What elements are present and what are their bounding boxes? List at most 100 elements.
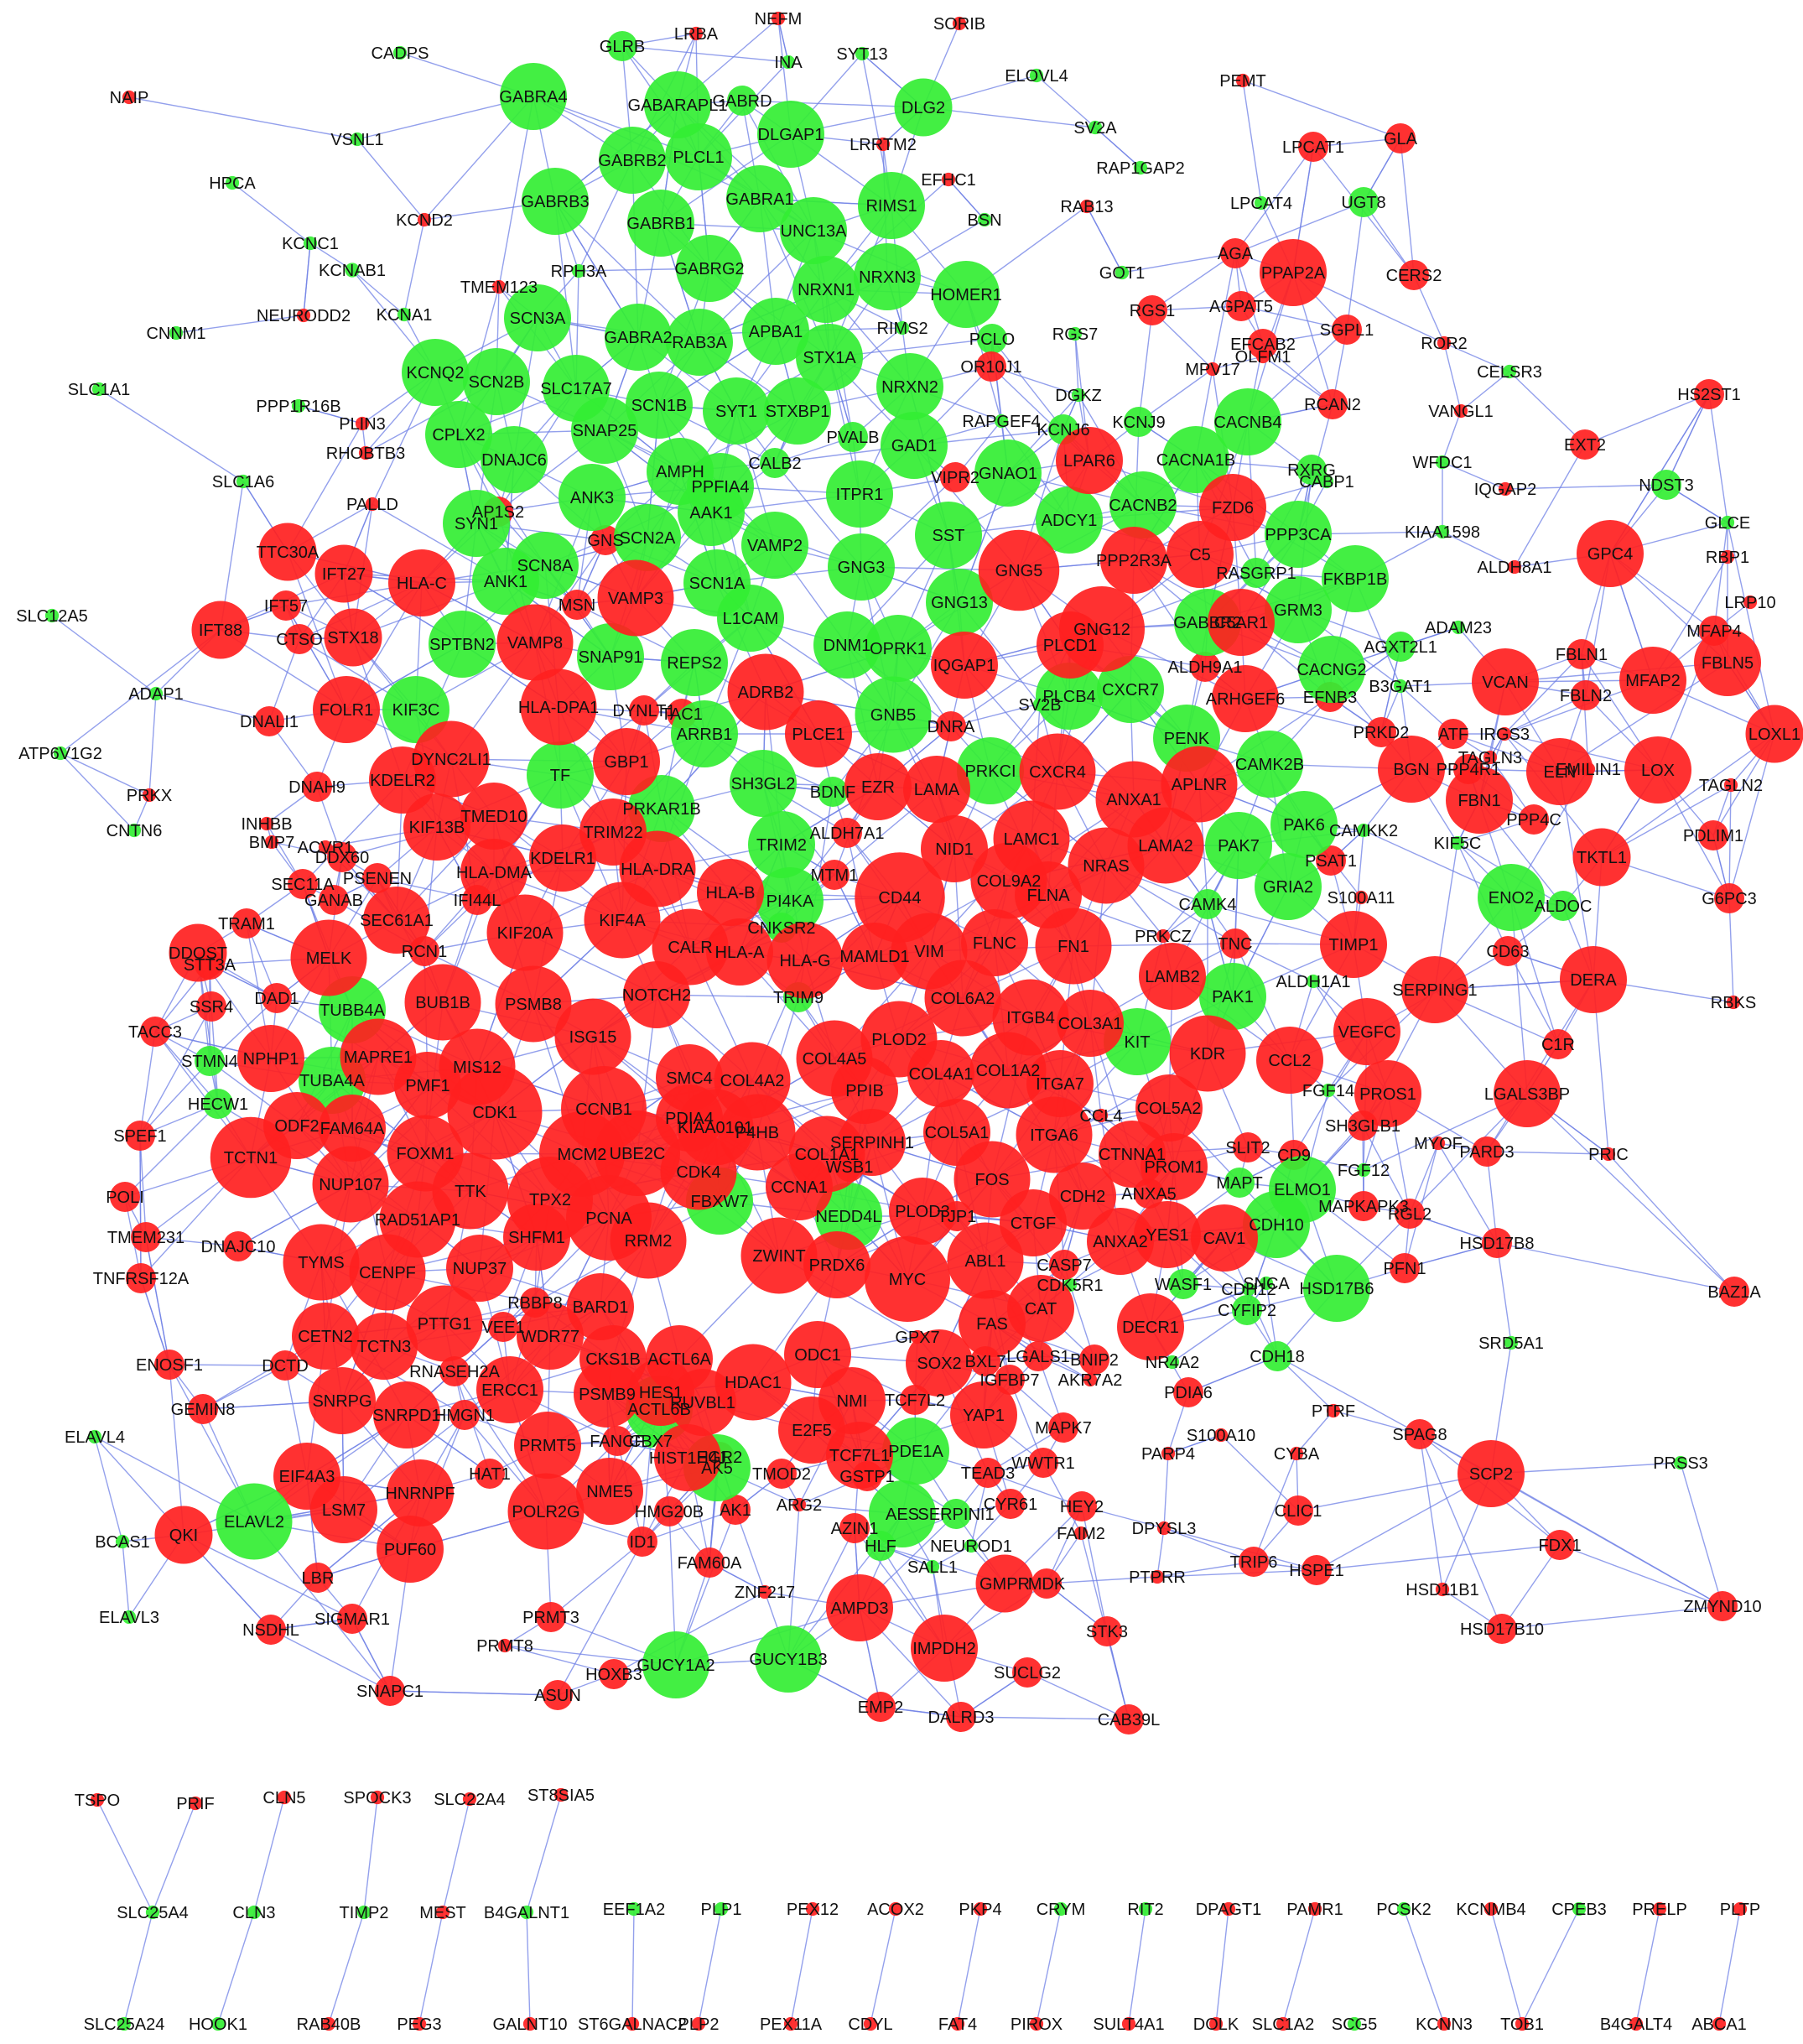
- node-label: YAP1: [963, 1407, 1005, 1425]
- node-label: PCNA: [585, 1209, 632, 1228]
- node-label: SPOCK3: [343, 1789, 411, 1807]
- node-label: DNRA: [927, 718, 975, 736]
- node-label: CYFIP2: [1218, 1302, 1276, 1320]
- network-edge: [97, 1800, 153, 1912]
- node-label: HSD17B6: [1300, 1280, 1374, 1298]
- node-label: IQGAP1: [933, 657, 995, 675]
- node-label: EEF1A2: [603, 1901, 665, 1919]
- node-label: BXL7: [965, 1353, 1006, 1371]
- node-label: TCF7L1: [829, 1447, 890, 1465]
- node-label: GPC4: [1587, 545, 1633, 564]
- node-label: NUP107: [319, 1176, 382, 1194]
- node-label: SLC17A7: [540, 380, 612, 398]
- node-label: NR4A2: [1146, 1354, 1199, 1372]
- node-label: COL1A2: [976, 1062, 1041, 1080]
- node-label: CYBA: [1274, 1445, 1320, 1464]
- node-label: CD63: [1486, 943, 1529, 961]
- node-label: GNB5: [870, 706, 916, 725]
- node-label: RGS7: [1052, 325, 1098, 344]
- node-label: POLR2G: [512, 1503, 579, 1521]
- node-label: KCNJ9: [1112, 413, 1165, 432]
- node-label: WDR77: [521, 1328, 579, 1346]
- node-label: KDELR1: [530, 850, 595, 868]
- node-label: SLC1A2: [1252, 2015, 1315, 2034]
- node-label: PPFIA4: [692, 478, 750, 497]
- node-label: RCAN2: [1304, 396, 1361, 414]
- node-label: COL4A5: [803, 1050, 867, 1069]
- node-label: FBN1: [1457, 792, 1500, 810]
- node-label: CCNB1: [575, 1100, 632, 1119]
- node-label: PCLO: [969, 330, 1015, 349]
- network-edge: [124, 1912, 153, 2024]
- network-edge: [304, 243, 310, 315]
- node-label: ODC1: [794, 1346, 841, 1365]
- node-label: SMC4: [666, 1069, 713, 1088]
- node-label: TCTN1: [224, 1149, 278, 1168]
- node-label: VEGFC: [1338, 1023, 1396, 1042]
- node-label: ZWINT: [752, 1247, 805, 1266]
- node-label: PLCB4: [1042, 688, 1095, 706]
- node-label: LPAR6: [1063, 452, 1115, 471]
- node-label: PRMT5: [519, 1437, 576, 1455]
- node-label: CENPF: [359, 1264, 416, 1282]
- node-label: ABL1: [965, 1252, 1006, 1271]
- node-label: ROR2: [1421, 335, 1468, 353]
- node-label: HIST1H4J: [649, 1449, 726, 1468]
- node-label: CRYM: [1037, 1901, 1086, 1919]
- node-label: CAB39L: [1098, 1711, 1161, 1729]
- node-label: S100A11: [1328, 889, 1395, 908]
- network-edge: [1729, 898, 1733, 1002]
- node-label: GANAB: [304, 892, 363, 910]
- node-label: PRMT8: [476, 1637, 533, 1656]
- node-label: PRELP: [1632, 1901, 1687, 1919]
- node-label: RCN1: [402, 943, 447, 961]
- node-label: HSPE1: [1289, 1562, 1344, 1580]
- node-label: G6PC3: [1702, 890, 1757, 908]
- node-label: SOX2: [917, 1355, 961, 1373]
- node-label: NDST3: [1639, 476, 1694, 495]
- node-label: GSTP1: [839, 1468, 895, 1486]
- node-label: GABRA2: [604, 329, 672, 347]
- node-label: SNAP91: [579, 648, 643, 667]
- node-label: VIPR2: [931, 469, 979, 487]
- node-label: AGPAT5: [1209, 298, 1273, 316]
- node-label: NID1: [935, 840, 974, 859]
- node-label: AZIN1: [831, 1520, 879, 1538]
- node-label: MCM2: [558, 1146, 607, 1164]
- node-label: PLCD1: [1043, 637, 1097, 655]
- network-edge: [958, 1909, 980, 2024]
- node-label: PLP2: [678, 2015, 720, 2034]
- node-label: HOMER1: [930, 286, 1002, 304]
- node-label: MAPKAPK3: [1318, 1198, 1409, 1216]
- node-label: CYR61: [984, 1495, 1037, 1514]
- network-edge: [1509, 372, 1585, 445]
- node-label: PDIA6: [1164, 1384, 1213, 1402]
- node-label: KIF3C: [392, 701, 440, 720]
- node-label: PAK1: [1212, 988, 1254, 1006]
- network-edge: [1444, 343, 1461, 411]
- node-label: NRAS: [1083, 857, 1130, 876]
- node-label: NOTCH2: [622, 986, 691, 1005]
- node-label: SERPING1: [1392, 981, 1477, 1000]
- node-label: BMP7: [249, 834, 294, 852]
- node-label: CDK4: [676, 1163, 720, 1182]
- node-label: PALLD: [346, 496, 398, 514]
- node-label: GABRA4: [499, 88, 567, 107]
- node-label: SEC61A1: [360, 912, 434, 930]
- node-label: ASUN: [534, 1687, 581, 1705]
- node-label: KCNA1: [377, 306, 433, 325]
- node-label: ALDH9A1: [1168, 658, 1243, 677]
- node-label: DNALI1: [240, 713, 299, 731]
- node-label: RAP1GAP2: [1096, 159, 1185, 178]
- node-label: PLCE1: [792, 726, 844, 744]
- network-edge: [699, 1909, 721, 2024]
- node-label: ADCY1: [1042, 512, 1098, 530]
- node-label: SNAP25: [573, 422, 637, 440]
- node-label: DALRD3: [928, 1709, 995, 1727]
- node-label: SULT4A1: [1093, 2015, 1164, 2034]
- node-label: DNAH9: [288, 778, 346, 797]
- node-label: CALB2: [748, 455, 801, 473]
- network-edge: [527, 1795, 561, 1912]
- node-label: HPCA: [209, 174, 256, 193]
